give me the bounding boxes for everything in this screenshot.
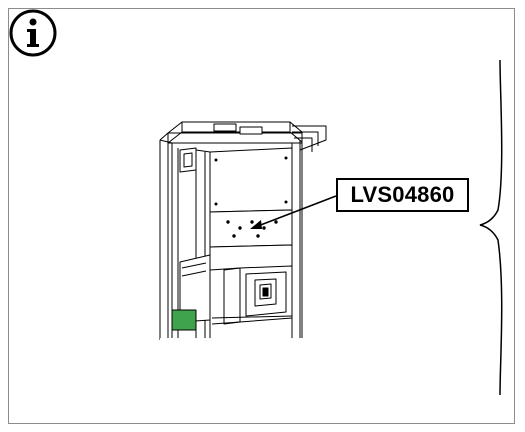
upper-panel [179, 147, 293, 213]
reference-label: LVS04860 [336, 178, 469, 212]
right-brace [479, 59, 503, 396]
cabinet-base-rails [160, 309, 302, 342]
callout-arrow [250, 195, 337, 229]
cabinet-right-upright [291, 132, 303, 340]
circuit-breaker [179, 244, 293, 325]
cabinet-left-upright [159, 132, 179, 340]
info-icon [9, 9, 57, 57]
